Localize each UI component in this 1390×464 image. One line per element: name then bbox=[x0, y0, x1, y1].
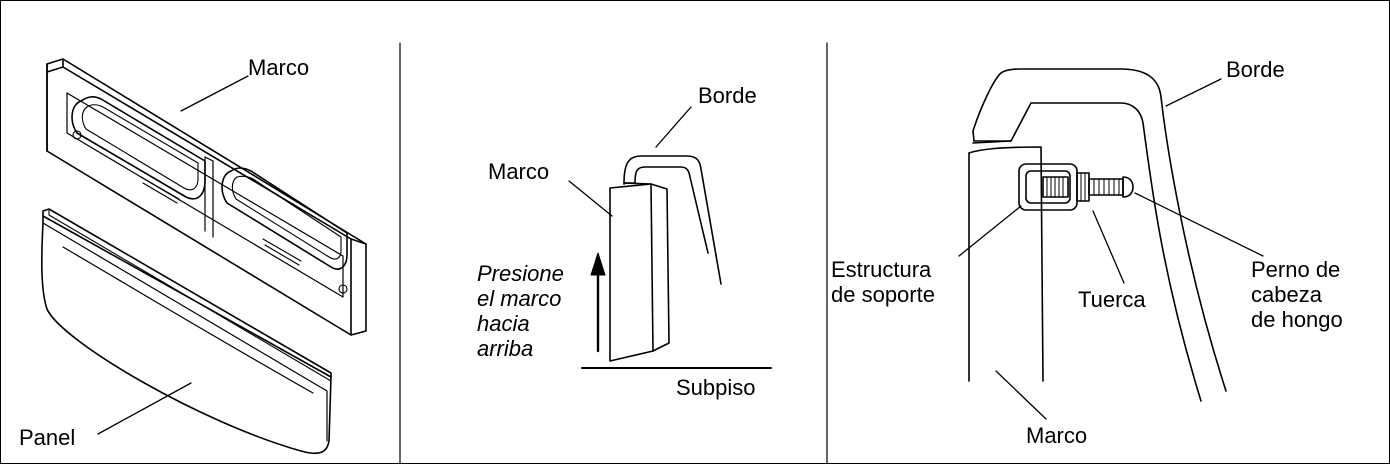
label-nut: Tuerca bbox=[1078, 287, 1146, 312]
leader-frame-right bbox=[995, 370, 1047, 420]
label-trim-middle: Borde bbox=[698, 83, 757, 108]
leader-panel bbox=[97, 382, 192, 435]
frame-part-drawing bbox=[46, 58, 367, 336]
leader-support bbox=[958, 205, 1022, 257]
label-frame-middle: Marco bbox=[488, 159, 550, 184]
label-frame-left: Marco bbox=[248, 55, 310, 80]
trim-profile-middle bbox=[623, 155, 722, 285]
leader-frame-left bbox=[180, 75, 249, 112]
frame-profile-right bbox=[968, 146, 1044, 382]
leader-frame-middle bbox=[568, 180, 613, 217]
label-trim-right: Borde bbox=[1226, 57, 1285, 82]
up-arrow-head bbox=[590, 252, 606, 276]
leader-bolt bbox=[1134, 192, 1264, 257]
frame-profile-middle bbox=[609, 182, 670, 362]
label-mushroom-bolt: Perno de cabeza de hongo bbox=[1251, 257, 1343, 332]
leader-trim-middle bbox=[655, 106, 692, 148]
leader-trim-right bbox=[1165, 78, 1222, 107]
label-subfloor: Subpiso bbox=[676, 375, 756, 400]
label-panel: Panel bbox=[19, 425, 76, 450]
instruction-push-frame-up: Presione el marco hacia arriba bbox=[477, 261, 564, 361]
label-support-structure: Estructura de soporte bbox=[831, 257, 935, 307]
trim-profile-right bbox=[972, 68, 1227, 402]
leader-nut bbox=[1092, 210, 1125, 284]
label-frame-right: Marco bbox=[1026, 423, 1088, 448]
panel-part-drawing bbox=[41, 208, 332, 455]
nut-and-bolt bbox=[1042, 172, 1134, 202]
